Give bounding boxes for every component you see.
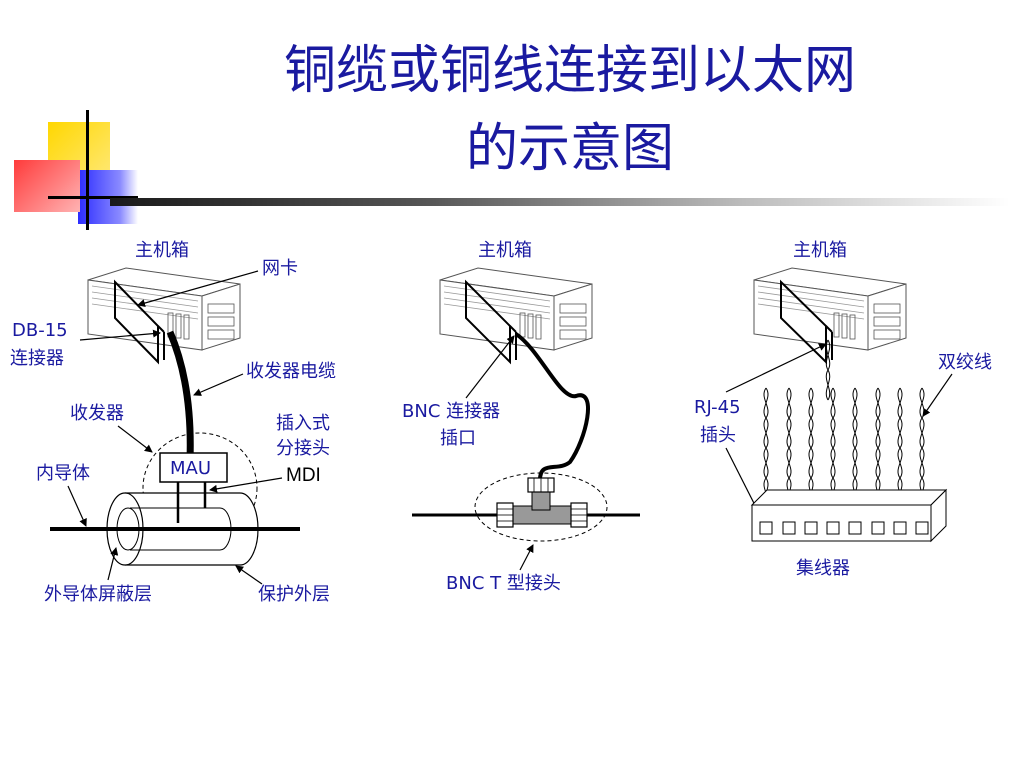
mau-box [159, 452, 228, 483]
bnc-t-label: BNC T 型接头 [446, 573, 561, 594]
corner-decoration [0, 100, 160, 230]
red-square [14, 160, 80, 212]
mau-label: MAU [170, 458, 211, 479]
thick-coax-panel: 主机箱 网卡 DB-15 连接器 收发器电缆 收发器 MAU 插入式 分接头 M… [10, 240, 336, 605]
host-label-1: 主机箱 [135, 240, 189, 261]
title-underline [110, 198, 1010, 206]
bnc-port-label-line2: 插口 [440, 428, 476, 449]
host-label-3: 主机箱 [793, 240, 847, 261]
hub [750, 488, 948, 543]
nic-label: 网卡 [262, 258, 298, 279]
host-chassis-3 [753, 267, 907, 351]
inner-conductor-label: 内导体 [36, 463, 90, 484]
transceiver-label: 收发器 [70, 403, 124, 424]
bnc-port-label-line1: BNC 连接器 [402, 401, 500, 422]
twisted-pair-panel: 主机箱 双绞线 RJ-45 插头 [694, 240, 992, 579]
transceiver-cable-label: 收发器电缆 [246, 361, 336, 382]
db15-label-line1: DB-15 [12, 320, 68, 341]
transceiver-cable [166, 330, 194, 461]
thin-coax-drop-cable [514, 332, 590, 481]
page-title-line-1: 铜缆或铜线连接到以太网 [283, 41, 856, 101]
tap-label-line1: 插入式 [276, 413, 330, 434]
tap-label-line2: 分接头 [276, 438, 330, 459]
deco-vertical-line [86, 110, 89, 230]
page-title-line-2: 的示意图 [465, 119, 674, 179]
bnc-t-circle [474, 472, 608, 542]
deco-horizontal-line [48, 196, 138, 199]
twisted-pair-label: 双绞线 [938, 352, 992, 373]
thin-coax-panel: 主机箱 BNC 连接器 插口 BNC T 型接头 [402, 240, 640, 594]
host-label-2: 主机箱 [478, 240, 532, 261]
hub-ports [759, 521, 929, 535]
rj45-label-line1: RJ-45 [694, 397, 741, 418]
bnc-port-card [465, 279, 511, 365]
db15-label-line2: 连接器 [10, 348, 64, 369]
hub-label: 集线器 [796, 558, 850, 579]
outer-shield-label: 外导体屏蔽层 [44, 584, 152, 605]
nic-card [114, 279, 159, 365]
host-twisted-pair [825, 339, 831, 401]
jacket-label: 保护外层 [258, 584, 330, 605]
mdi-label: MDI [286, 465, 321, 486]
rj45-label-line2: 插头 [700, 425, 736, 446]
